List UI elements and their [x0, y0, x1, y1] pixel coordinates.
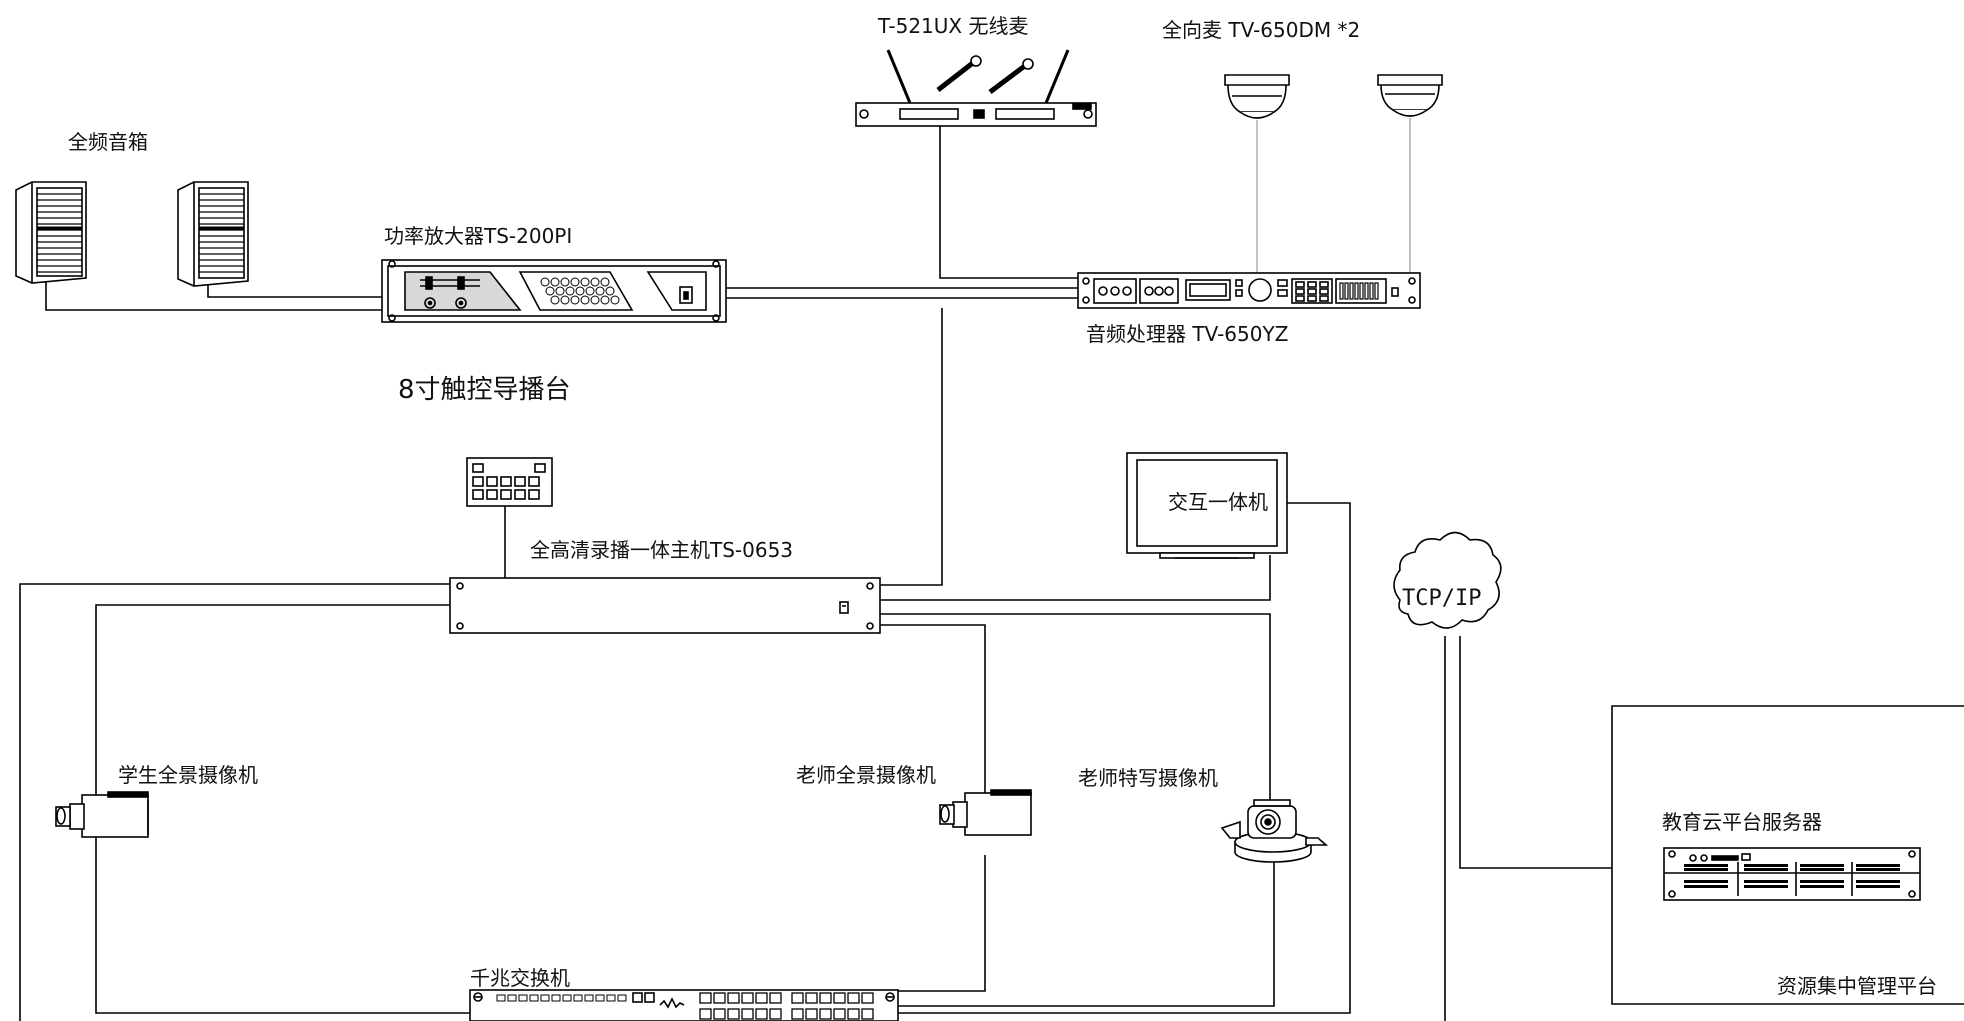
connection-lines [19, 118, 1612, 1021]
amplifier-device [381, 259, 727, 323]
resource-platform-box [1611, 705, 1964, 1005]
omni-mic-right [1377, 74, 1443, 117]
touch-console-device [466, 457, 553, 507]
teacher-closeup-camera-device [1220, 799, 1329, 863]
speakers-label: 全频音箱 [68, 130, 148, 154]
audio-processor-device [1077, 272, 1421, 309]
tcpip-cloud [1393, 531, 1502, 629]
microphone-icon [936, 55, 982, 92]
teacher-closeup-camera-label: 老师特写摄像机 [1078, 766, 1218, 790]
interactive-display-label: 交互一体机 [1168, 490, 1268, 514]
omni-mic-left [1224, 74, 1290, 119]
edu-cloud-server-device [1663, 847, 1921, 901]
teacher-camera-device [939, 789, 1032, 836]
microphone-icon [988, 58, 1034, 94]
teacher-camera-label: 老师全景摄像机 [796, 763, 936, 787]
student-camera-label: 学生全景摄像机 [118, 763, 258, 787]
speaker-left [15, 181, 87, 284]
edu-cloud-server-label: 教育云平台服务器 [1662, 810, 1822, 834]
resource-platform-label: 资源集中管理平台 [1777, 974, 1937, 998]
interactive-display-device [1126, 452, 1288, 559]
touch-console-label: 8寸触控导播台 [398, 375, 571, 405]
speaker-right [177, 181, 249, 287]
wireless-mic-receiver [855, 49, 1097, 127]
host-label: 全高清录播一体主机TS-0653 [530, 538, 794, 562]
switch-label: 千兆交换机 [470, 966, 570, 990]
omni-mic-label: 全向麦 TV-650DM *2 [1162, 18, 1361, 42]
tcpip-label: TCP/IP [1402, 586, 1482, 611]
wireless-mic-label: T-521UX 无线麦 [878, 14, 1029, 38]
gigabit-switch-device [469, 989, 899, 1021]
audio-processor-label: 音频处理器 TV-650YZ [1086, 322, 1289, 346]
student-camera-device [55, 791, 149, 838]
recording-host-device [449, 577, 881, 634]
amplifier-label: 功率放大器TS-200PI [384, 224, 573, 248]
